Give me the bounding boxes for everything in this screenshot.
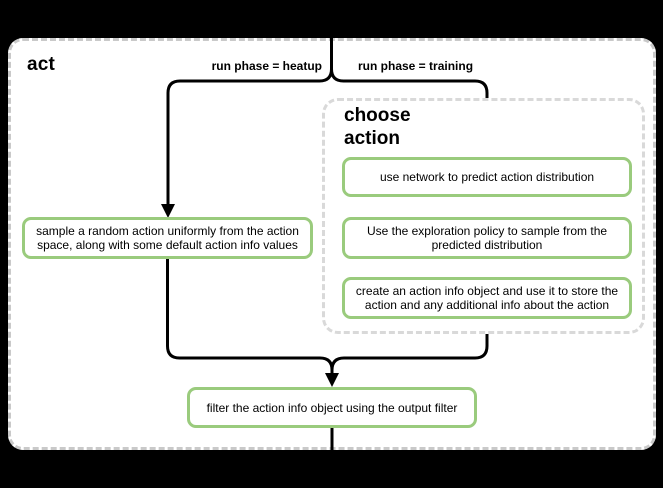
choose-action-title: choose action	[344, 105, 411, 149]
node-create-action-info: create an action info object and use it …	[342, 277, 632, 319]
node-filter-output: filter the action info object using the …	[187, 387, 477, 428]
node-exploration-policy: Use the exploration policy to sample fro…	[342, 217, 632, 259]
node-sample-random-action: sample a random action uniformly from th…	[22, 217, 313, 259]
heatup-branch-label: run phase = heatup	[211, 59, 322, 73]
training-branch-label: run phase = training	[358, 59, 474, 73]
act-title: act	[27, 54, 56, 75]
node-predict-distribution: use network to predict action distributi…	[342, 157, 632, 197]
